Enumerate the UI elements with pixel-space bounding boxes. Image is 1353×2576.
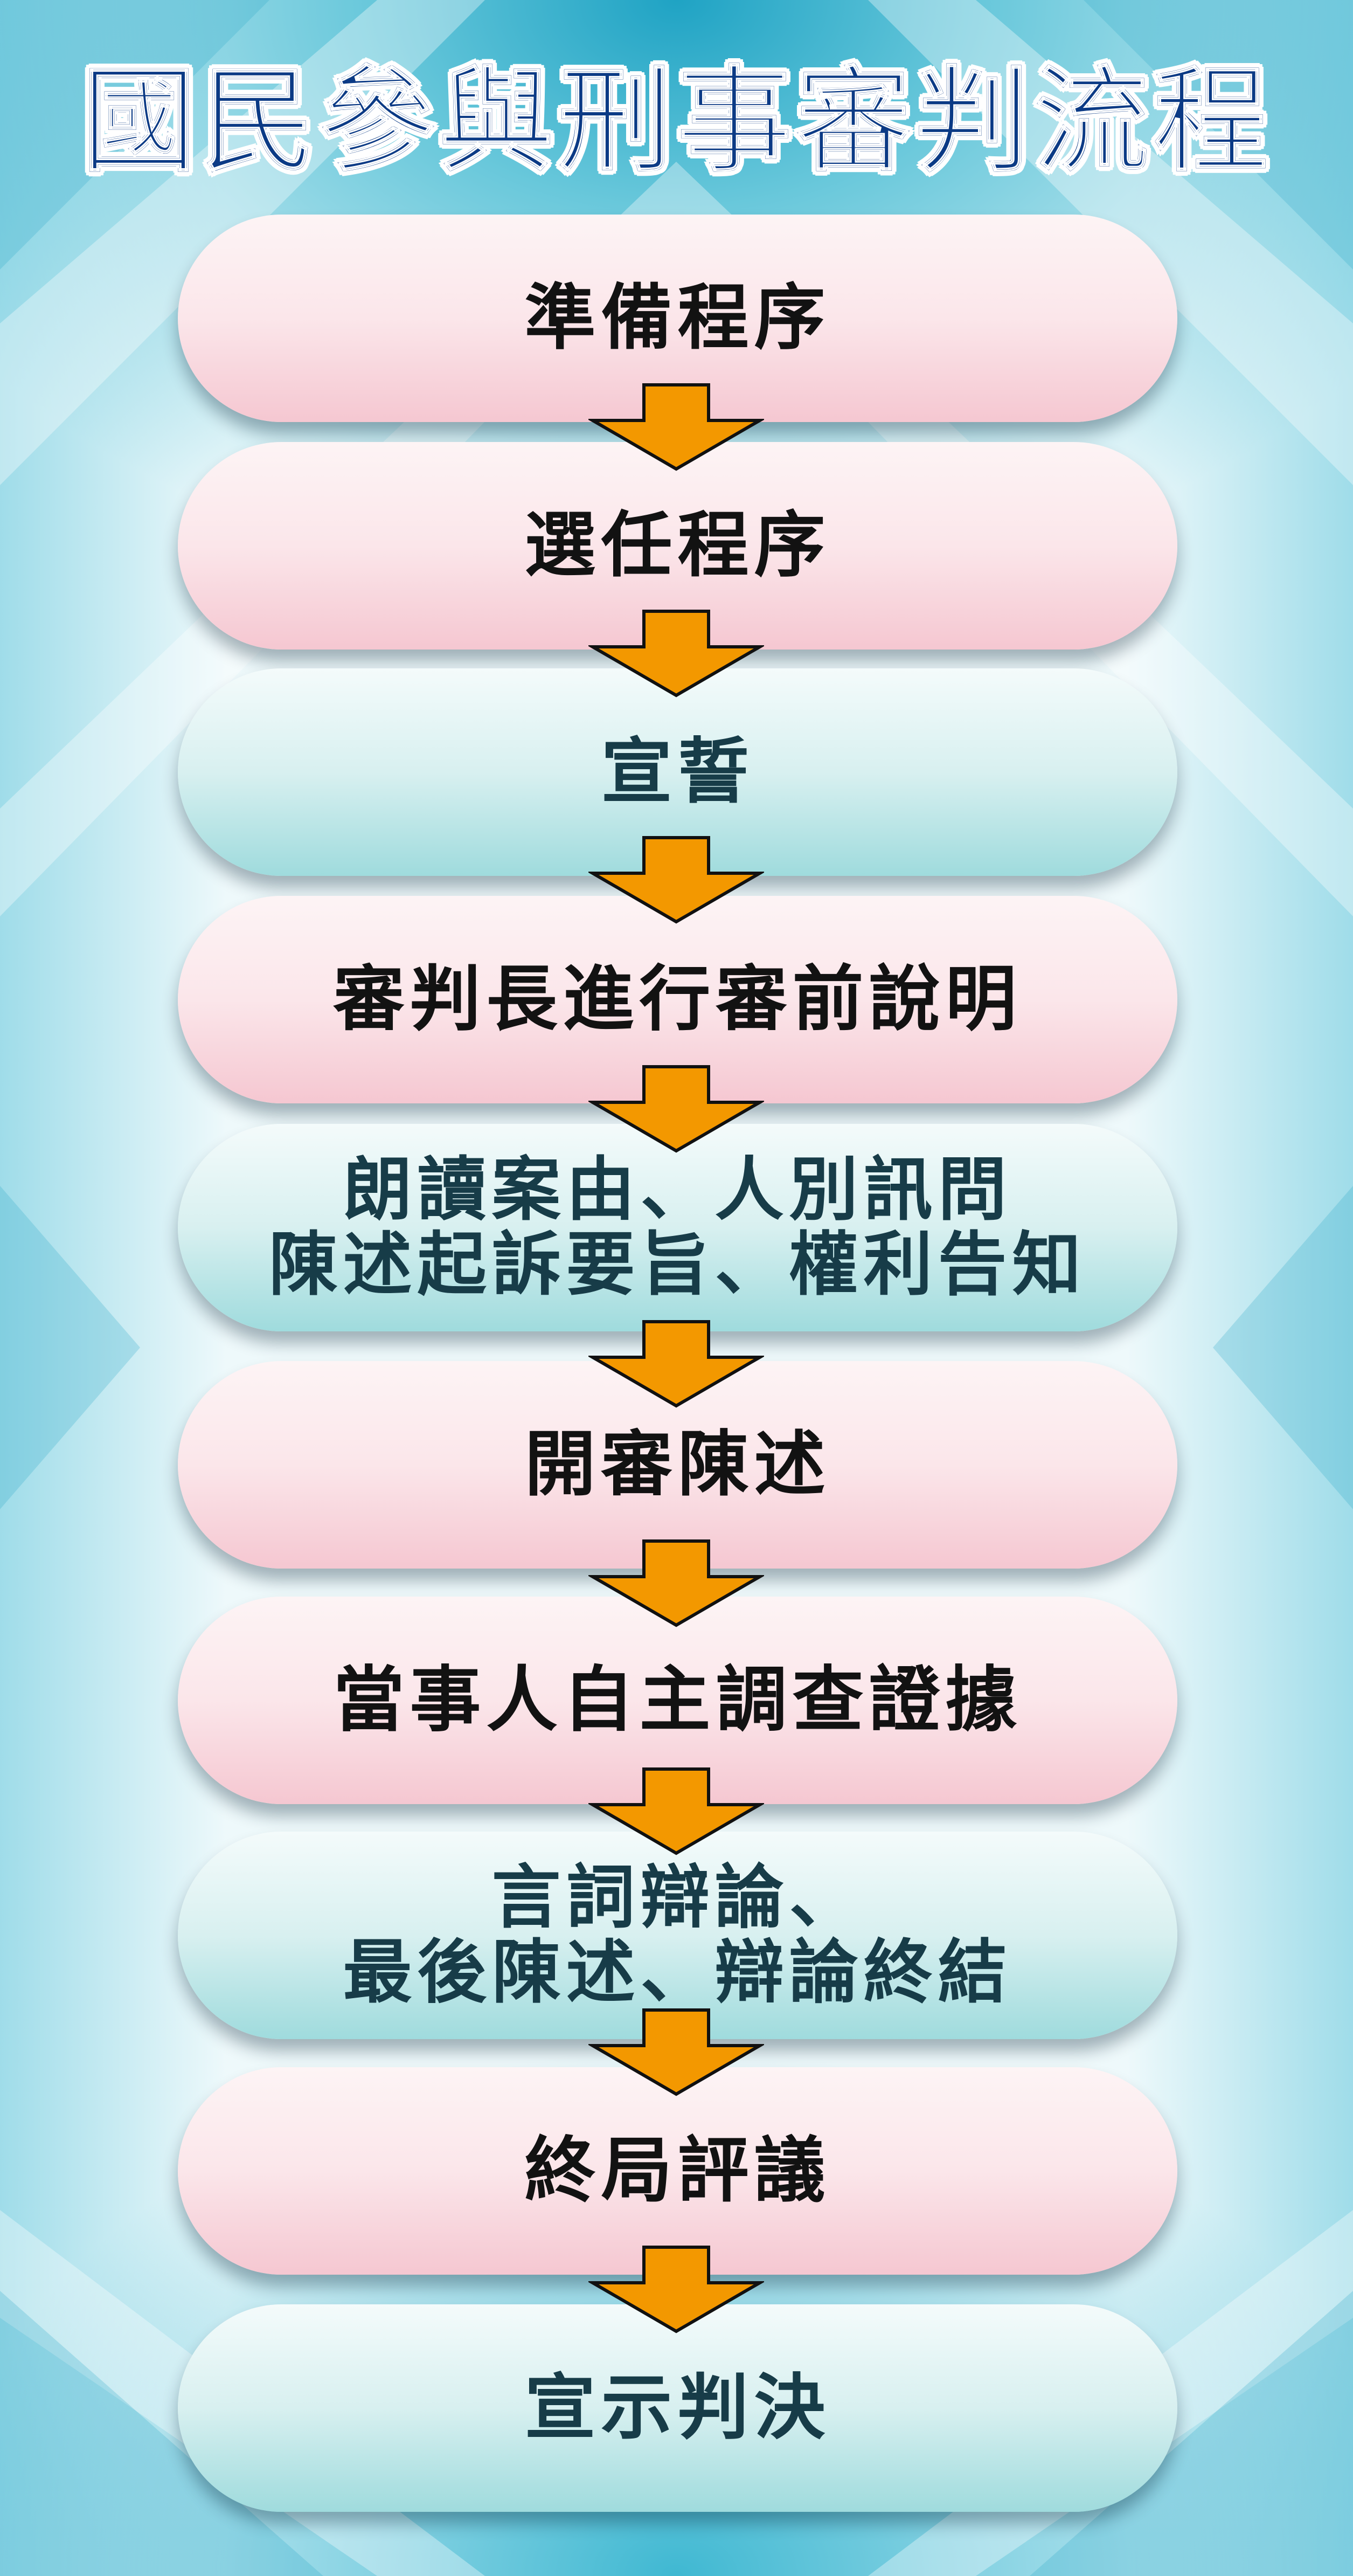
step-label: 宣示判決 [524,2366,831,2449]
arrow-down-icon [588,1065,764,1153]
step-label: 審判長進行審前說明 [333,957,1022,1041]
step-label: 準備程序 [524,276,831,360]
step-label: 終局評議 [524,2129,831,2212]
step-label: 當事人自主調查證據 [333,1658,1022,1742]
arrow-down-icon [588,2008,764,2096]
step-8-oral-argument: 言詞辯論、 最後陳述、辯論終結 [178,1832,1177,2039]
arrow-down-icon [588,836,764,924]
page-title: 國民參與刑事審判流程 [80,53,1272,190]
step-label: 選任程序 [524,503,831,587]
step-5-reading-and-rights: 朗讀案由、人別訊問 陳述起訴要旨、權利告知 [178,1124,1177,1331]
step-10-judgment-announcement: 宣示判決 [178,2304,1177,2512]
step-label: 開審陳述 [524,1422,831,1506]
step-label: 言詞辯論、 最後陳述、辯論終結 [343,1857,1012,2013]
step-9-final-deliberation: 終局評議 [178,2067,1177,2275]
step-label: 宣誓 [601,730,754,813]
arrow-down-icon [588,2246,764,2333]
step-label: 朗讀案由、人別訊問 陳述起訴要旨、權利告知 [268,1150,1087,1305]
arrow-down-icon [588,1539,764,1627]
arrow-down-icon [588,610,764,697]
arrow-down-icon [588,1767,764,1855]
arrow-down-icon [588,1320,764,1408]
arrow-down-icon [588,383,764,471]
